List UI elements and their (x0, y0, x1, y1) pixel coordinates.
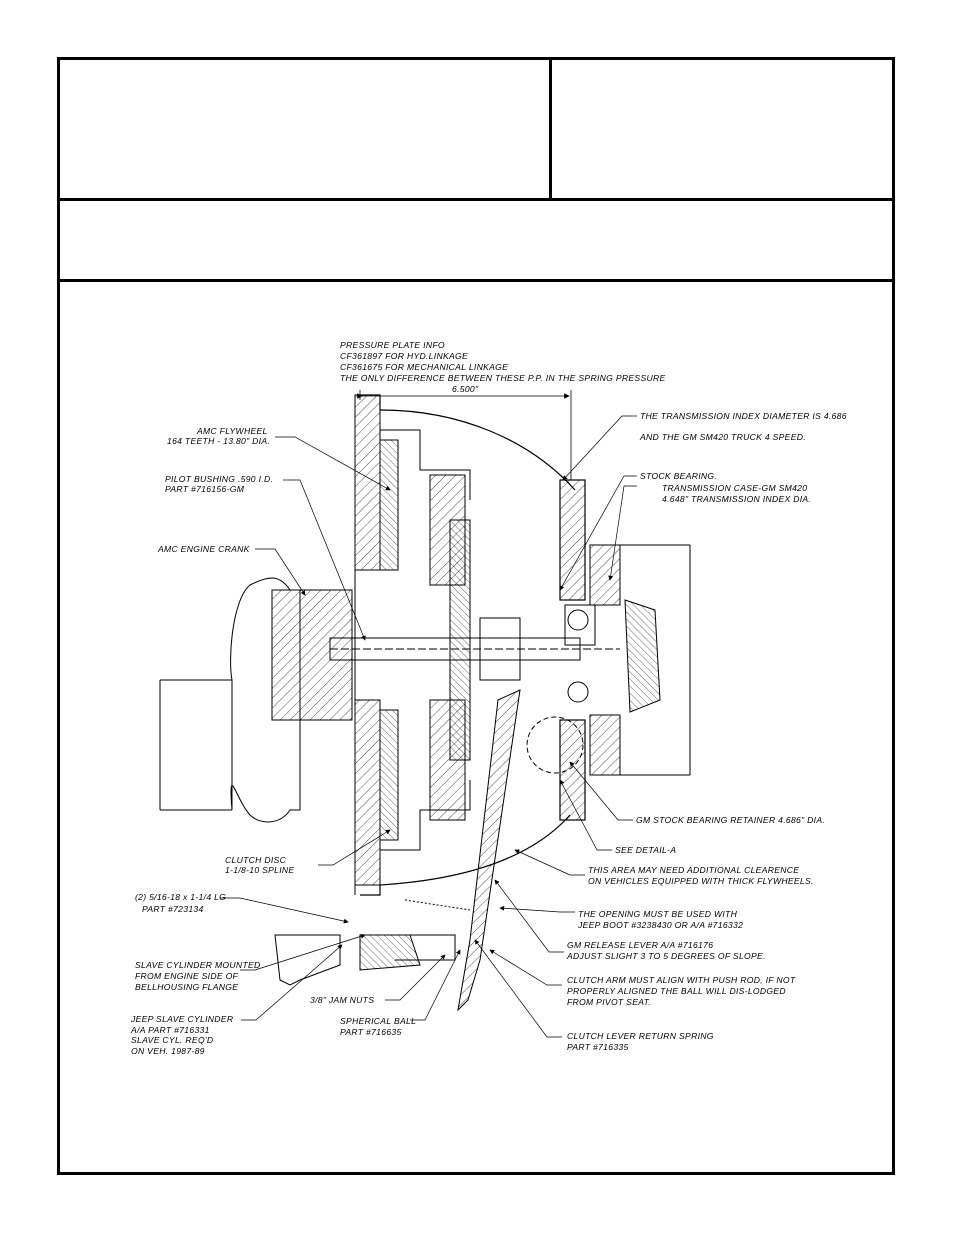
label-ball-1: SPHERICAL BALL (340, 1016, 416, 1026)
label-case-1: TRANSMISSION CASE-GM SM420 (662, 483, 807, 493)
release-lever (457, 689, 521, 1012)
label-index-1: THE TRANSMISSION INDEX DIAMETER IS 4.686 (640, 411, 847, 421)
label-slave-2: FROM ENGINE SIDE OF (135, 971, 239, 981)
label-arm-3: FROM PIVOT SEAT. (567, 997, 651, 1007)
label-bolt-2: PART #723134 (142, 904, 204, 914)
label-jeep-3: SLAVE CYL. REQ'D (131, 1035, 213, 1045)
label-jeep-2: A/A PART #716331 (130, 1025, 210, 1035)
label-release-1: GM RELEASE LEVER A/A #716176 (567, 940, 713, 950)
label-slave-3: BELLHOUSING FLANGE (135, 982, 238, 992)
label-ball-2: PART #716635 (340, 1027, 402, 1037)
label-jam-nuts: 3/8" JAM NUTS (310, 995, 374, 1005)
label-disc-1: CLUTCH DISC (225, 855, 287, 865)
label-arm-2: PROPERLY ALIGNED THE BALL WILL DIS-LODGE… (567, 986, 786, 996)
label-clearance-2: ON VEHICLES EQUIPPED WITH THICK FLYWHEEL… (588, 876, 814, 886)
label-stock-bearing: STOCK BEARING. (640, 471, 717, 481)
title-block-bottom-rule (57, 198, 895, 201)
input-shaft (329, 617, 620, 681)
label-detail: SEE DETAIL-A (615, 845, 676, 855)
label-cf-hyd: CF361897 FOR HYD.LINKAGE (340, 351, 468, 361)
title-block-divider (549, 57, 552, 201)
label-jeep-4: ON VEH. 1987-89 (131, 1046, 205, 1056)
label-retainer: GM STOCK BEARING RETAINER 4.686" DIA. (636, 815, 825, 825)
pressure-plate (380, 429, 471, 851)
label-slave-1: SLAVE CYLINDER MOUNTED (135, 960, 261, 970)
label-spring-1: CLUTCH LEVER RETURN SPRING (567, 1031, 714, 1041)
label-only-diff: THE ONLY DIFFERENCE BETWEEN THESE P.P. I… (340, 373, 666, 383)
detail-a-circle (526, 716, 584, 774)
label-pressure-plate: PRESSURE PLATE INFO (340, 340, 445, 350)
label-pilot-1: PILOT BUSHING .590 I.D. (165, 474, 273, 484)
label-arm-1: CLUTCH ARM MUST ALIGN WITH PUSH ROD, IF … (567, 975, 796, 985)
label-clearance-1: THIS AREA MAY NEED ADDITIONAL CLEARENCE (588, 865, 799, 875)
engine-crank (159, 577, 353, 823)
dimension-6500 (357, 390, 572, 480)
label-disc-2: 1-1/8-10 SPLINE (225, 865, 294, 875)
label-jeep-1: JEEP SLAVE CYLINDER (130, 1014, 233, 1024)
label-spring-2: PART #716335 (567, 1042, 629, 1052)
slave-cylinder (274, 899, 471, 986)
callout-labels: PRESSURE PLATE INFO CF361897 FOR HYD.LIN… (130, 340, 847, 1056)
label-opening-2: JEEP BOOT #3238430 OR A/A #716332 (577, 920, 743, 930)
label-pilot-2: PART #716156-GM (165, 484, 245, 494)
label-flywheel-2: 164 TEETH - 13.80" DIA. (167, 436, 270, 446)
leader-lines (220, 415, 637, 1038)
label-crank: AMC ENGINE CRANK (157, 544, 251, 554)
header-bottom-rule (57, 279, 895, 282)
label-case-2: 4.648" TRANSMISSION INDEX DIA. (662, 494, 811, 504)
label-bolt-1: (2) 5/16-18 x 1-1/4 LG (135, 892, 226, 902)
label-flywheel-1: AMC FLYWHEEL (196, 426, 268, 436)
label-opening-1: THE OPENING MUST BE USED WITH (578, 909, 738, 919)
label-release-2: ADJUST SLIGHT 3 TO 5 DEGREES OF SLOPE. (566, 951, 766, 961)
label-cf-mech: CF361675 FOR MECHANICAL LINKAGE (340, 362, 508, 372)
label-index-2: AND THE GM SM420 TRUCK 4 SPEED. (639, 432, 806, 442)
label-dimension: 6.500" (452, 384, 479, 394)
drawing-frame (57, 57, 895, 1175)
transmission-case (564, 544, 691, 776)
flywheel (354, 394, 399, 895)
